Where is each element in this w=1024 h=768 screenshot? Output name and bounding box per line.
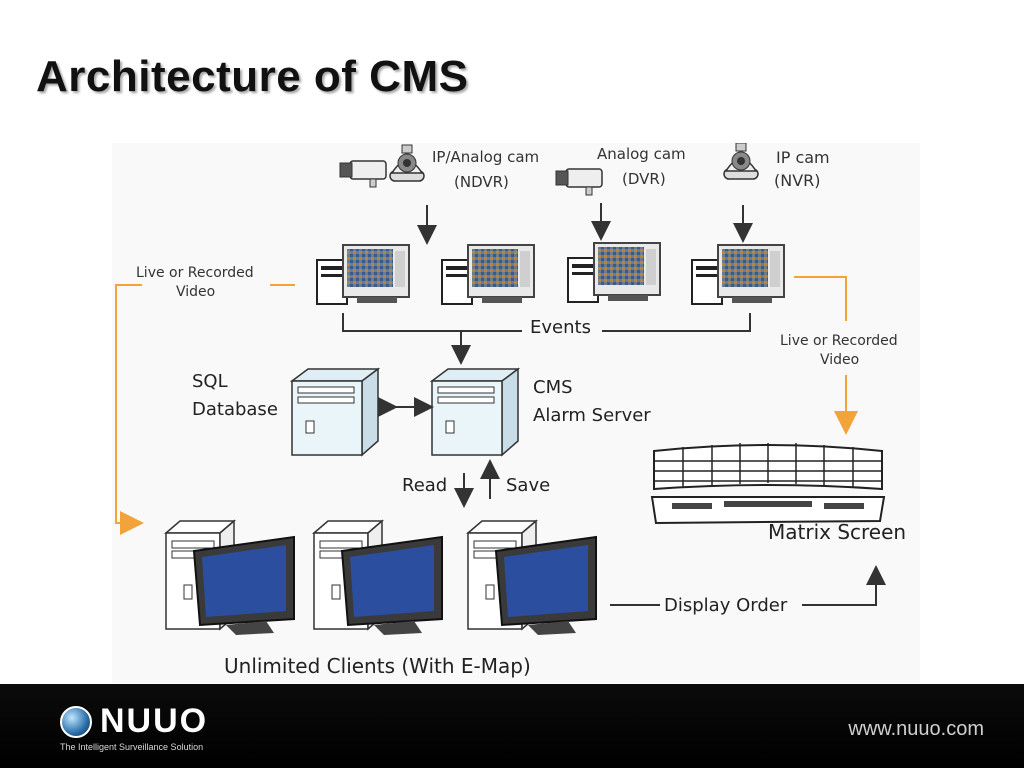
camera-icon-dvr: [555, 168, 603, 196]
events-bracket-right: [602, 313, 751, 332]
slide-title: Architecture of CMS: [36, 52, 469, 101]
events-bracket: [342, 313, 522, 332]
recorder-pc-3: [567, 242, 661, 303]
live-video-left-line1: Live or Recorded: [136, 265, 254, 281]
camera-label-dvr-line1: Analog cam: [597, 145, 686, 163]
client-pc-1: [165, 520, 295, 636]
cms-alarm-server-icon: [431, 368, 519, 456]
footer-bar: NUUO The Intelligent Surveillance Soluti…: [0, 684, 1024, 768]
website-url: www.nuuo.com: [848, 718, 984, 740]
cms-label-line1: CMS: [533, 377, 573, 398]
camera-label-nvr-line1: IP cam: [776, 148, 830, 167]
sql-label-line1: SQL: [192, 371, 228, 392]
cms-label-line2: Alarm Server: [533, 405, 651, 426]
live-video-right-line1: Live or Recorded: [780, 333, 898, 349]
clients-label: Unlimited Clients (With E-Map): [224, 654, 531, 678]
sql-database-server-icon: [291, 368, 379, 456]
cms-architecture-diagram: IP/Analog cam (NDVR) Analog cam (DVR) IP…: [112, 143, 920, 683]
camera-label-nvr-line2: (NVR): [774, 171, 821, 190]
camera-icon-nvr: [723, 143, 759, 180]
live-video-left-line2: Video: [176, 284, 215, 300]
globe-icon: [60, 706, 92, 738]
matrix-screen-icon: [650, 443, 886, 525]
display-order-arrow: [802, 565, 886, 606]
sql-label-line2: Database: [192, 399, 278, 420]
camera-label-ndvr-line2: (NDVR): [454, 173, 509, 191]
orange-arrow-right: [794, 276, 847, 321]
live-video-right-line2: Video: [820, 352, 859, 368]
orange-arrow-left: [115, 284, 144, 535]
events-label: Events: [530, 317, 591, 338]
nuuo-logo: NUUO: [100, 702, 209, 740]
logo-tagline: The Intelligent Surveillance Solution: [60, 742, 204, 752]
read-label: Read: [402, 475, 447, 496]
camera-icon-ndvr: [339, 144, 425, 188]
client-pc-3: [467, 520, 597, 636]
client-pc-2: [313, 520, 443, 636]
camera-label-dvr-line2: (DVR): [622, 170, 666, 188]
recorder-pc-1: [316, 244, 410, 305]
display-order-label: Display Order: [664, 595, 788, 616]
recorder-pc-2: [441, 244, 535, 305]
camera-label-ndvr-line1: IP/Analog cam: [432, 148, 539, 166]
save-label: Save: [506, 475, 550, 496]
recorder-pc-4: [691, 244, 785, 305]
matrix-screen-label: Matrix Screen: [768, 520, 906, 544]
